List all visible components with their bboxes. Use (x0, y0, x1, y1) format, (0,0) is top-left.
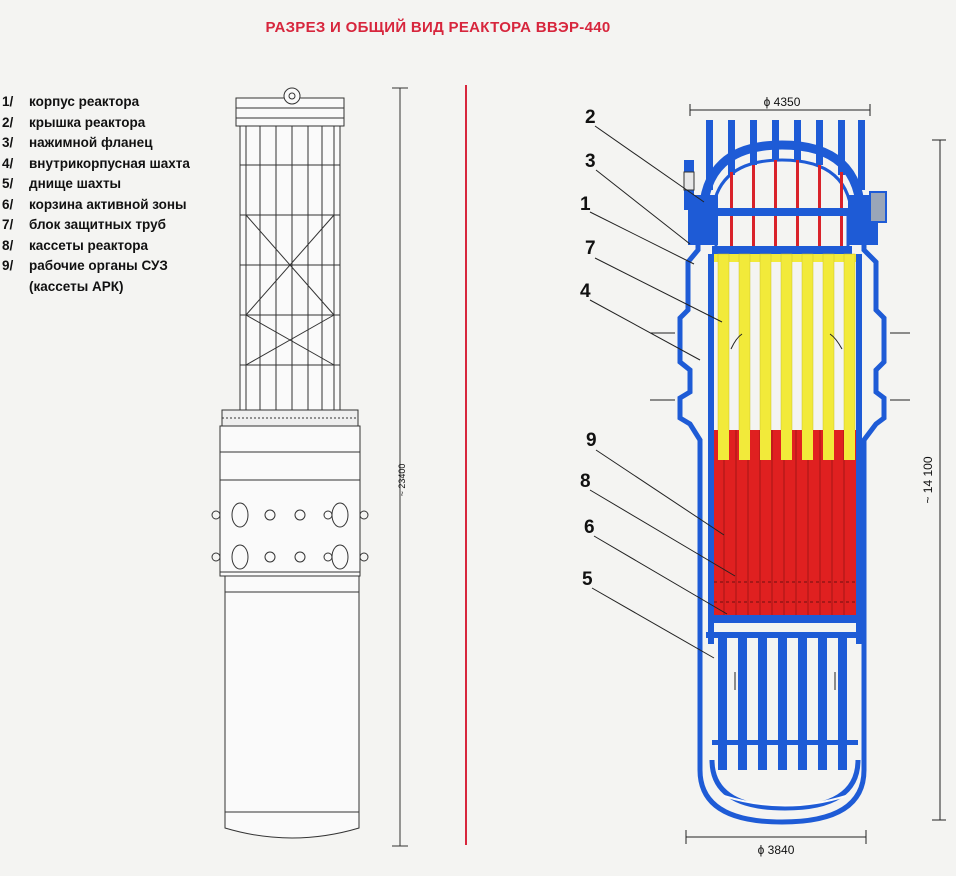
legend-text: корзина активной зоны (29, 196, 187, 212)
legend-number: 8/ (2, 237, 14, 253)
general-view-height-label: ~ 23400 (397, 464, 407, 497)
legend-item: 2/крышка реактора (2, 113, 202, 134)
legend-text: корпус реактора (29, 94, 140, 109)
legend-text: днище шахты (29, 176, 122, 191)
callout-label: 5 (582, 569, 593, 590)
callout-label: 8 (580, 471, 591, 492)
legend-number: 6/ (2, 196, 14, 212)
legend-number: 3/ (2, 135, 14, 150)
legend-item: 9/рабочие органы СУЗ (кассеты АРК) (2, 256, 202, 297)
height-dimension-label: ~ 14 100 (921, 456, 935, 503)
legend-number: 2/ (2, 114, 14, 130)
top-diameter-label: ϕ 4350 (764, 95, 801, 109)
bottom-diameter-label: ϕ 3840 (758, 843, 795, 857)
legend-text: кассеты реактора (29, 237, 148, 253)
legend-item: 1/корпус реактора (2, 92, 202, 113)
legend-text: крышка реактора (29, 114, 146, 130)
callout-label: 7 (585, 238, 596, 259)
legend-number: 5/ (2, 176, 14, 191)
legend-list: 1/корпус реактора 2/крышка реактора 3/на… (2, 92, 202, 297)
callout-label: 9 (586, 430, 597, 451)
legend-item: 6/корзина активной зоны (2, 195, 202, 216)
callout-label: 1 (580, 194, 591, 215)
legend-item: 4/внутрикорпусная шахта (2, 154, 202, 175)
legend-item: 3/нажимной фланец (2, 133, 202, 154)
legend-number: 1/ (2, 94, 14, 109)
general-view-drawing: ~ 23400 (211, 87, 408, 847)
legend-item: 5/днище шахты (2, 174, 202, 195)
callout-label: 3 (585, 151, 596, 172)
legend-text: блок защитных труб (29, 217, 166, 232)
callout-label: 2 (585, 107, 596, 128)
legend-number: 9/ (2, 258, 14, 273)
legend-text: внутрикорпусная шахта (29, 155, 190, 171)
divider-line (465, 85, 467, 845)
legend-number: 7/ (2, 217, 14, 232)
legend-text: нажимной фланец (29, 135, 153, 150)
legend-item: 8/кассеты реактора (2, 236, 202, 257)
legend-item: 7/блок защитных труб (2, 215, 202, 236)
page-title: РАЗРЕЗ И ОБЩИЙ ВИД РЕАКТОРА ВВЭР-440 (265, 19, 611, 36)
legend-text: рабочие органы СУЗ (кассеты АРК) (29, 258, 168, 294)
legend-number: 4/ (2, 155, 14, 171)
callout-label: 6 (584, 517, 595, 538)
callout-label: 4 (580, 281, 591, 302)
